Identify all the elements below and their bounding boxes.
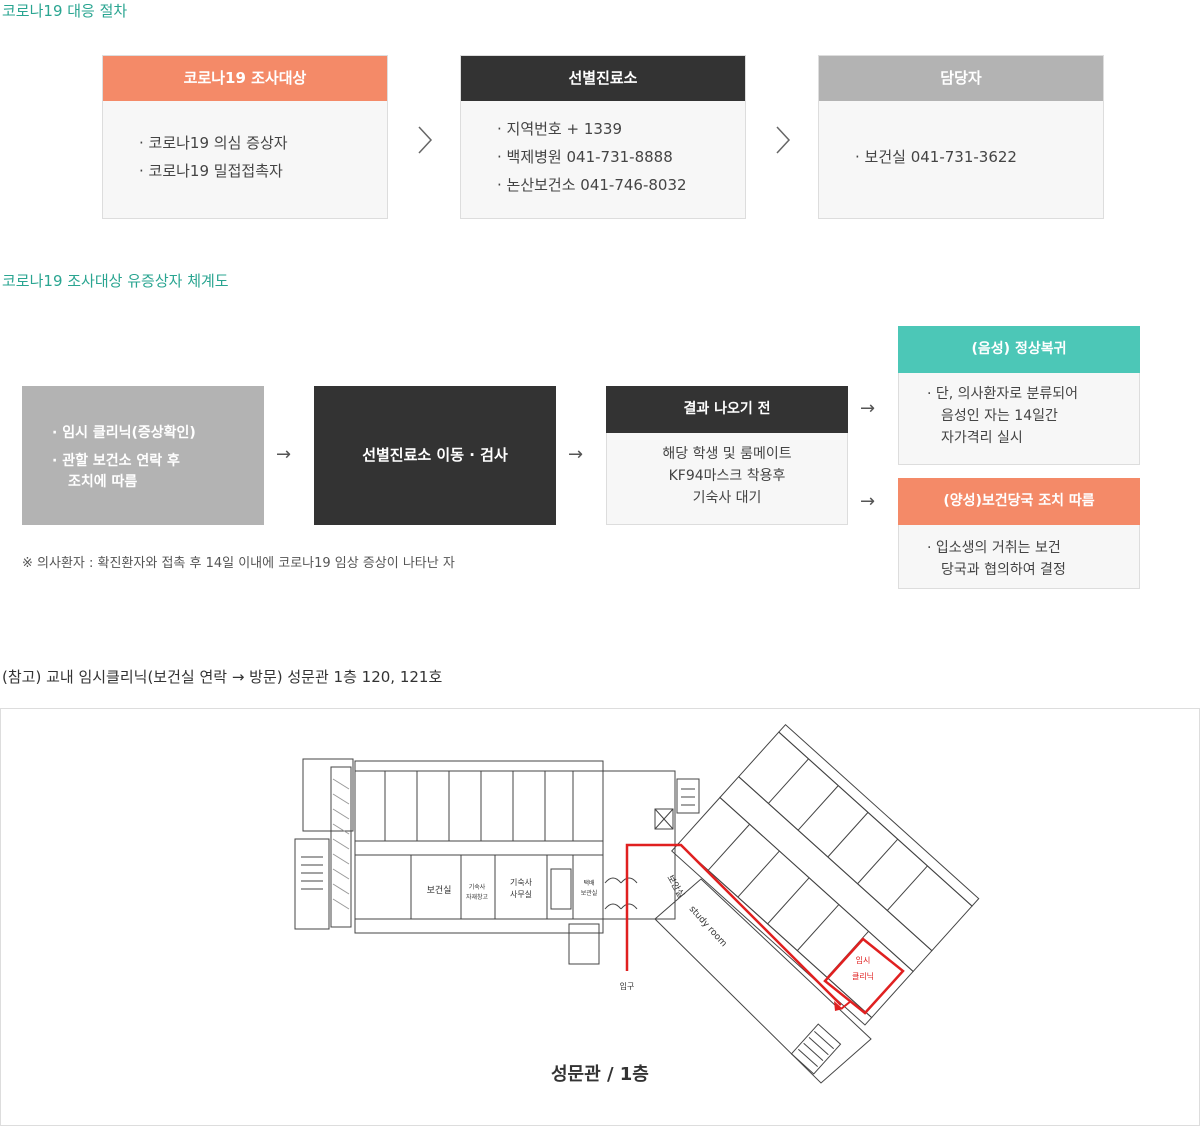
list-item: · 지역번호 + 1339 (497, 120, 623, 138)
parcel-room-label: 보관실 (581, 889, 598, 897)
section-title-flowchart: 코로나19 조사대상 유증상자 체계도 (2, 272, 229, 290)
card-head: 코로나19 조사대상 (103, 56, 387, 101)
text-line: 해당 학생 및 룸메이트 (662, 446, 792, 462)
dorm-storage-label: 자재창고 (466, 893, 489, 901)
list-item: · 코로나19 밀접접촉자 (139, 162, 283, 180)
list-item: · 임시 클리닉(증상확인) (52, 425, 196, 441)
study-room-label: study room (687, 904, 729, 949)
list-item: · 백제병원 041-731-8888 (497, 148, 673, 166)
screening-test-box: 선별진료소 이동 · 검사 (314, 386, 556, 525)
card-investigation-target: 코로나19 조사대상 · 코로나19 의심 증상자 · 코로나19 밀접접촉자 (102, 55, 388, 219)
temporary-clinic-marker (823, 937, 905, 1015)
dorm-office-label: 기숙사 (510, 878, 533, 887)
floor-plan-west-wing (294, 758, 700, 965)
floor-plan-east-wing (671, 723, 980, 1026)
text-line: 당국과 협의하여 결정 (941, 562, 1066, 578)
chevron-right-icon (418, 126, 433, 154)
positive-result-box: (양성)보건당국 조치 따름 · 입소생의 거취는 보건 당국과 협의하여 결정 (898, 478, 1140, 589)
chevron-right-icon (776, 126, 791, 154)
card-contact-person: 담당자 · 보건실 041-731-3622 (818, 55, 1104, 219)
dorm-office-label: 사무실 (510, 889, 532, 899)
floor-plan-frame: 보건실 기숙사 자재창고 기숙사 사무실 택배 보관실 보안실 study ro… (0, 708, 1200, 1126)
definition-note: ※ 의사환자 : 확진환자와 접촉 후 14일 이내에 코로나19 임상 증상이… (22, 556, 455, 571)
card-head: 선별진료소 (461, 56, 745, 101)
section-title-procedure: 코로나19 대응 절차 (2, 2, 128, 20)
arrow-right-icon: → (276, 444, 292, 465)
map-caption: 성문관 / 1층 (551, 1064, 649, 1085)
text-line: KF94마스크 착용후 (668, 468, 786, 484)
clinic-label: 클리닉 (852, 972, 874, 981)
card-head: 담당자 (819, 56, 1103, 101)
text-line: 음성인 자는 14일간 (941, 408, 1058, 424)
temporary-clinic-box: · 임시 클리닉(증상확인) · 관할 보건소 연락 후 조치에 따름 (22, 386, 264, 525)
security-room-label: 보안실 (664, 873, 686, 900)
route-path (625, 843, 842, 1006)
negative-result-box: (음성) 정상복귀 · 단, 의사환자로 분류되어 음성인 자는 14일간 자가… (898, 326, 1140, 465)
card-head: (음성) 정상복귀 (898, 326, 1140, 373)
floor-plan-south-block (654, 878, 872, 1084)
list-item: · 관할 보건소 연락 후 (52, 453, 180, 469)
text-line: · 입소생의 거취는 보건 (927, 540, 1061, 556)
text-line: · 단, 의사환자로 분류되어 (927, 386, 1079, 402)
arrow-right-icon: → (860, 491, 876, 512)
arrow-right-icon: → (860, 398, 876, 419)
text-line: 기숙사 대기 (692, 490, 762, 506)
card-screening-clinic: 선별진료소 · 지역번호 + 1339 · 백제병원 041-731-8888 … (460, 55, 746, 219)
arrow-right-icon: → (568, 444, 584, 465)
card-head: (양성)보건당국 조치 따름 (898, 478, 1140, 525)
floor-plan-map: 보건실 기숙사 자재창고 기숙사 사무실 택배 보관실 보안실 study ro… (294, 723, 980, 1084)
dorm-storage-label: 기숙사 (469, 883, 486, 891)
reference-title: (참고) 교내 임시클리닉(보건실 연락 → 방문) 성문관 1층 120, 1… (2, 668, 443, 686)
clinic-label: 임시 (856, 956, 871, 965)
card-head: 결과 나오기 전 (606, 386, 848, 433)
before-result-box: 결과 나오기 전 해당 학생 및 룸메이트 KF94마스크 착용후 기숙사 대기 (606, 386, 848, 525)
list-item: · 논산보건소 041-746-8032 (497, 176, 687, 194)
parcel-room-label: 택배 (583, 879, 594, 887)
health-room-label: 보건실 (427, 885, 452, 896)
list-item: 조치에 따름 (68, 474, 138, 490)
text-line: 자가격리 실시 (941, 430, 1023, 446)
list-item: · 보건실 041-731-3622 (855, 148, 1017, 166)
entrance-label: 입구 (620, 982, 635, 991)
list-item: · 코로나19 의심 증상자 (139, 134, 288, 152)
